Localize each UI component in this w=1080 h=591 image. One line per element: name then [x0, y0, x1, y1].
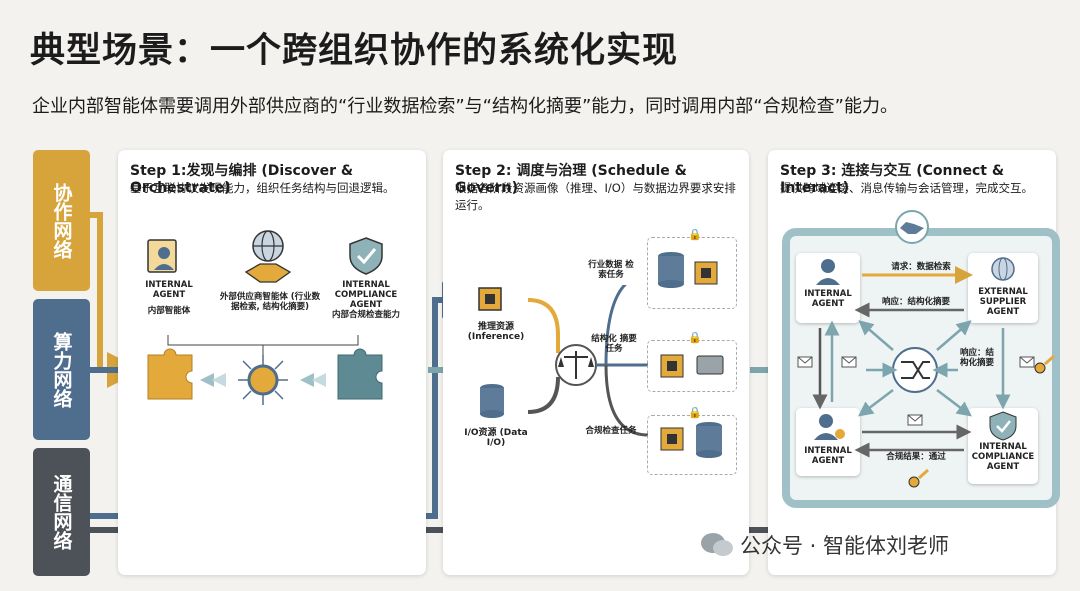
step1-desc: 基于互联协议发现能力，组织任务结构与回退逻辑。	[130, 181, 395, 195]
task3-box: 🔒	[647, 406, 737, 475]
shield-check-icon	[989, 411, 1017, 441]
br-agent-card: INTERNAL COMPLIANCE AGENT	[968, 408, 1038, 484]
database-icon	[480, 384, 504, 418]
lock-icon: 🔒	[688, 228, 702, 241]
database-icon	[658, 252, 684, 288]
task1-box: 🔒	[647, 228, 737, 309]
tl-agent-card: INTERNAL AGENT	[796, 253, 860, 323]
layer-collab-network: 协作网络	[33, 150, 90, 291]
step1-compliance-en: INTERNAL COMPLIANCE AGENT	[334, 280, 398, 310]
layer-compute-network: 算力网络	[33, 299, 90, 440]
handshake-icon	[895, 210, 929, 244]
step1-internal-agent-en: INTERNAL AGENT	[145, 280, 193, 300]
globe-icon	[991, 257, 1015, 281]
dataio-label: I/O资源 (Data I/O)	[464, 428, 528, 448]
br-agent-label: INTERNAL COMPLIANCE AGENT	[971, 442, 1035, 472]
globe-handshake-icon	[244, 230, 292, 283]
step3-desc: 提供跨域连接、消息传输与会话管理，完成交互。	[780, 181, 1033, 195]
step1-internal-agent-cn: 内部智能体	[147, 306, 191, 316]
tr-agent-card: EXTERNAL SUPPLIER AGENT	[968, 253, 1038, 323]
bl-agent-label: INTERNAL AGENT	[804, 446, 852, 466]
watermark: 公众号 · 智能体刘老师	[700, 530, 949, 560]
step2-desc: 根据各阶段资源画像（推理、I/O）与数据边界要求安排运行。	[455, 181, 736, 212]
tr-agent-label: EXTERNAL SUPPLIER AGENT	[978, 287, 1028, 317]
cpu-chip-icon	[478, 287, 502, 311]
task3-label: 合规检查任务	[585, 426, 637, 436]
task2-label: 结构化 摘要任务	[591, 334, 637, 354]
step1-panel: Step 1:发现与编排 (Discover & Orchestrate) 基于…	[118, 150, 426, 575]
step2-title: Step 2: 调度与治理 (Schedule & Govern)	[455, 163, 687, 196]
page-title: 典型场景：一个跨组织协作的系统化实现	[30, 31, 679, 71]
task-resource-icons	[658, 252, 724, 458]
user-gear-icon	[814, 414, 845, 440]
internal-agent-icon	[147, 239, 177, 273]
step2-panel: Step 2: 调度与治理 (Schedule & Govern) 根据各阶段资…	[443, 150, 749, 575]
shield-check-icon	[349, 237, 383, 275]
watermark-text: 公众号 · 智能体刘老师	[740, 534, 950, 558]
step1-supplier-agent: 外部供应商智能体 (行业数据检索, 结构化摘要)	[219, 292, 321, 312]
lock-icon: 🔒	[688, 406, 702, 419]
user-icon	[816, 259, 840, 285]
wechat-icon	[701, 533, 733, 556]
response-label-1: 响应：结构化摘要	[881, 297, 950, 307]
result-label: 合规结果：通过	[886, 452, 946, 462]
request-label: 请求：数据检索	[891, 262, 951, 272]
task2-box: 🔒	[647, 331, 737, 392]
step3-panel: Step 3: 连接与交互 (Connect & Interact) 提供跨域连…	[768, 150, 1060, 575]
step1-orchestration	[147, 335, 383, 405]
task1-label: 行业数据 检索任务	[588, 260, 634, 280]
session-arrows	[797, 266, 1055, 488]
page-subtitle: 企业内部智能体需要调用外部供应商的“行业数据检索”与“结构化摘要”能力，同时调用…	[32, 96, 898, 117]
inference-label: 推理资源 (Inference)	[467, 322, 525, 342]
governance-scale	[528, 285, 648, 437]
response-label-2: 响应：结构化摘要	[960, 348, 995, 368]
lock-icon: 🔒	[688, 331, 702, 344]
layer-comm-network: 通信网络	[33, 448, 90, 576]
step1-title: Step 1:发现与编排 (Discover & Orchestrate)	[130, 163, 354, 196]
bl-agent-card: INTERNAL AGENT	[796, 408, 860, 476]
tl-agent-label: INTERNAL AGENT	[804, 289, 852, 309]
step1-compliance-cn: 内部合规检查能力	[331, 310, 400, 320]
step3-title: Step 3: 连接与交互 (Connect & Interact)	[780, 163, 1005, 196]
